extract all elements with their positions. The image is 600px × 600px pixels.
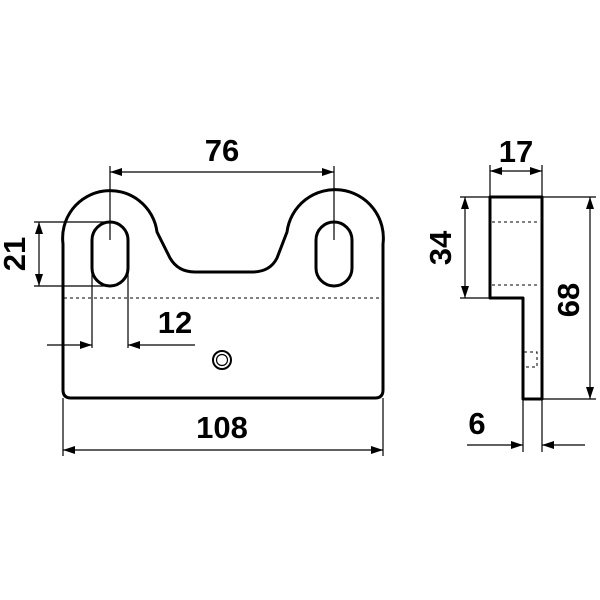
front-view: 76 21 12 108 (0, 133, 385, 456)
hole-outer (212, 350, 232, 370)
hidden-hole (523, 351, 538, 368)
dimension-17: 17 (489, 134, 543, 197)
dim-label-108: 108 (196, 410, 248, 445)
dim-label-12: 12 (158, 305, 192, 340)
dim-label-68: 68 (551, 283, 586, 317)
dimension-12: 12 (47, 254, 195, 349)
plate-outline (61, 188, 385, 400)
dimension-6: 6 (467, 399, 585, 452)
dim-label-76: 76 (205, 133, 239, 168)
dim-label-21: 21 (0, 237, 32, 271)
dimension-68: 68 (542, 196, 596, 400)
dim-label-17: 17 (499, 134, 533, 169)
hole-inner (215, 353, 229, 367)
side-view: 17 34 68 6 (423, 134, 596, 452)
dimension-21: 21 (0, 221, 110, 287)
side-profile-outline (488, 195, 544, 401)
dimension-108: 108 (62, 398, 384, 456)
dim-label-6: 6 (468, 406, 485, 441)
dimension-34: 34 (423, 196, 490, 299)
dimension-76: 76 (109, 133, 335, 240)
dim-label-34: 34 (423, 230, 458, 265)
